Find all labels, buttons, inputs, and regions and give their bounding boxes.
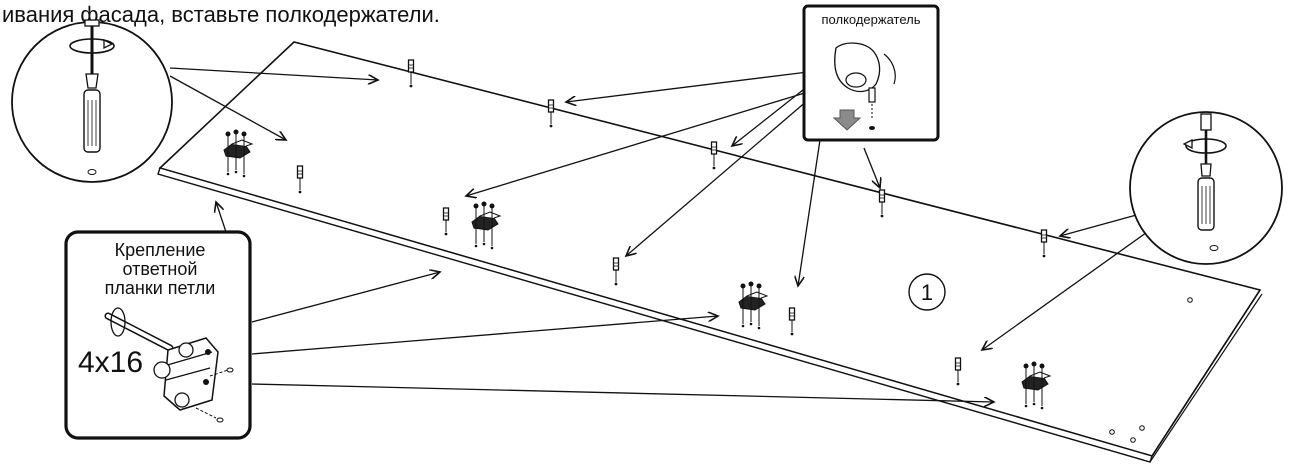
screwdriver-icon bbox=[104, 307, 174, 352]
pointer-arrows bbox=[169, 67, 1151, 402]
screw-size-label: 4x16 bbox=[78, 346, 143, 379]
hinge-callout-title-line-1: Крепление bbox=[115, 240, 206, 260]
hinge-plate-icon bbox=[153, 337, 234, 423]
hinge-callout-title-line-3: планки петли bbox=[105, 278, 216, 298]
screwdriver-detail-right bbox=[1129, 111, 1283, 265]
down-arrow-icon bbox=[832, 109, 862, 131]
hinge-plate-callout: Крепление ответной планки петли 4x16 bbox=[64, 230, 252, 440]
panel-number: 1 bbox=[921, 280, 933, 305]
screwdriver-icon bbox=[1197, 113, 1215, 231]
instruction-header: ивания фасада, вставьте полкодержатели. bbox=[2, 2, 440, 27]
screwdriver-detail-left bbox=[11, 19, 173, 183]
rotation-arrow-icon bbox=[69, 38, 115, 54]
hinge-callout-title-line-2: ответной bbox=[123, 259, 198, 279]
hand-icon bbox=[834, 42, 896, 93]
panel-number-badge: 1 bbox=[908, 273, 946, 311]
shelf-support-label: полкодержатель bbox=[822, 12, 921, 27]
shelf-support-pin-icon bbox=[868, 87, 876, 130]
panel-board bbox=[157, 41, 1263, 463]
rotation-arrow-icon bbox=[1182, 138, 1227, 154]
screwdriver-icon bbox=[83, 19, 101, 153]
shelf-support-callout: полкодержатель bbox=[802, 4, 940, 142]
